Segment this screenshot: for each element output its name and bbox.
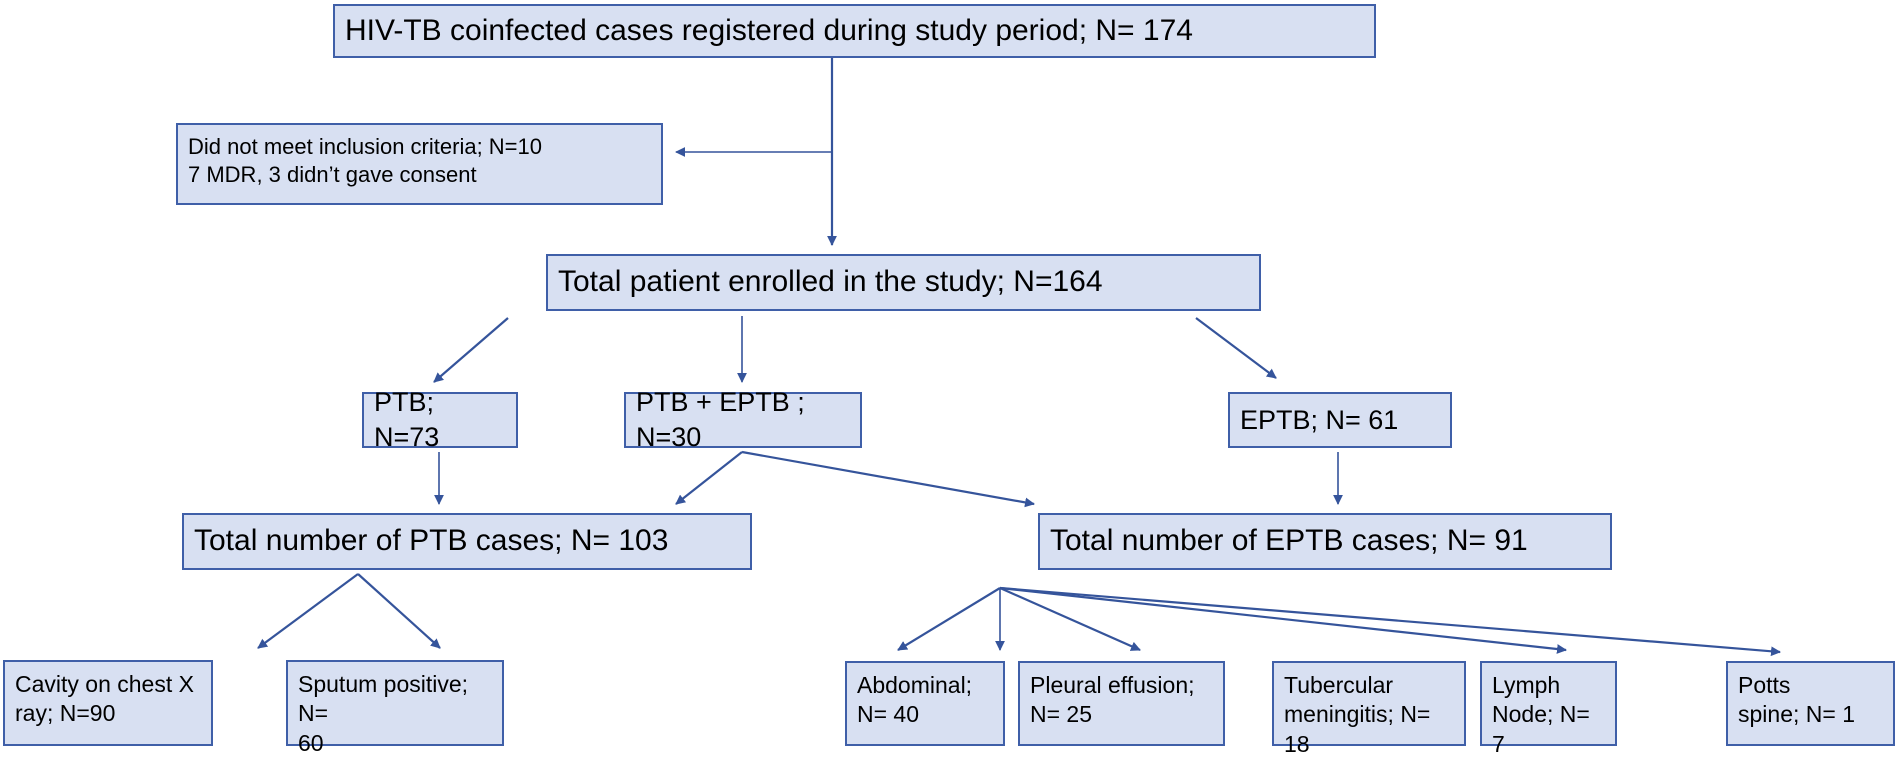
node-tb-meningitis[interactable]: Tubercular meningitis; N= 18	[1272, 661, 1466, 757]
node-ptb-eptb[interactable]: PTB + EPTB ; N=30	[624, 387, 862, 452]
node-lymph-node[interactable]: Lymph Node; N= 7	[1480, 661, 1617, 757]
edge-total-eptb-to-tb-meningitis	[999, 586, 1141, 652]
edge-total-ptb-to-sputum	[357, 573, 441, 649]
node-total-ptb[interactable]: Total number of PTB cases; N= 103	[182, 513, 752, 570]
node-ptb[interactable]: PTB; N=73	[362, 387, 518, 452]
node-enrolled[interactable]: Total patient enrolled in the study; N=1…	[546, 254, 1261, 311]
edge-total-ptb-to-cavity	[257, 573, 359, 649]
node-excluded[interactable]: Did not meet inclusion criteria; N=10 7 …	[176, 123, 663, 205]
edge-enrolled-to-eptb	[1195, 317, 1277, 379]
edge-total-eptb-to-potts-spine	[999, 586, 1781, 657]
node-abdominal[interactable]: Abdominal; N= 40	[845, 661, 1005, 746]
node-cavity[interactable]: Cavity on chest X ray; N=90	[3, 660, 213, 746]
edge-enrolled-to-ptb	[433, 317, 509, 383]
node-sputum[interactable]: Sputum positive; N= 60	[286, 660, 504, 756]
node-eptb[interactable]: EPTB; N= 61	[1228, 392, 1452, 448]
node-pleural[interactable]: Pleural effusion; N= 25	[1018, 661, 1225, 746]
edge-ptb-eptb-to-total-eptb	[741, 450, 1035, 508]
node-total-eptb[interactable]: Total number of EPTB cases; N= 91	[1038, 513, 1612, 570]
edge-total-eptb-to-abdominal	[897, 587, 1001, 651]
node-registered[interactable]: HIV-TB coinfected cases registered durin…	[333, 4, 1376, 58]
edge-ptb-eptb-to-total-ptb	[675, 451, 743, 505]
node-potts-spine[interactable]: Potts spine; N= 1	[1726, 661, 1895, 746]
edge-total-eptb-to-lymph-node	[999, 586, 1567, 654]
